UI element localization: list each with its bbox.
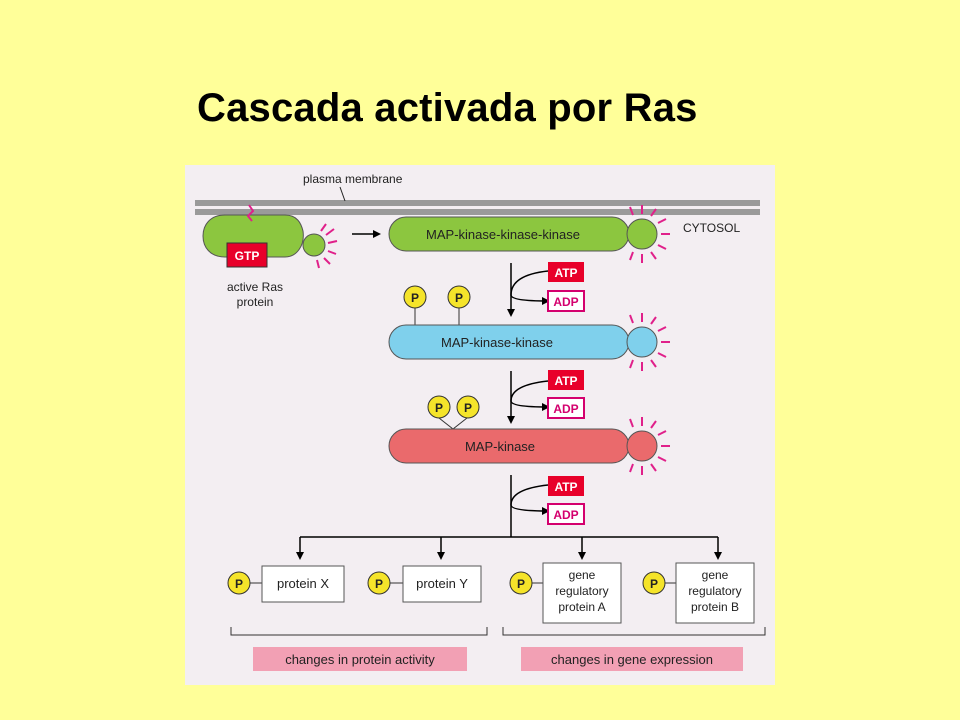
mapk-activity-burst-icon — [629, 417, 670, 475]
ras-label-line1: active Ras — [227, 280, 283, 294]
slide-title: Cascada activada por Ras — [197, 86, 698, 130]
adp-badge — [547, 503, 585, 525]
target-protein-y: P protein Y — [367, 565, 482, 603]
phosphate-label: P — [650, 577, 658, 591]
membrane-label-pointer — [339, 186, 346, 202]
gene-a-line1: gene — [569, 568, 596, 582]
ras-cascade-diagram: plasma membrane CYTOSOL GTP active Ras p… — [185, 165, 775, 685]
phosphate-icon — [427, 395, 451, 419]
ras-protein: GTP — [202, 204, 338, 269]
phosphate-label: P — [517, 577, 525, 591]
mapkkk-activity-burst-icon — [629, 205, 670, 263]
adp-badge — [547, 397, 585, 419]
gene-a-line3: protein A — [558, 600, 605, 614]
mapkkk-protein: MAP-kinase-kinase-kinase — [388, 205, 670, 263]
atp-badge — [548, 262, 584, 282]
outcome-gene-expression-label: changes in gene expression — [551, 652, 713, 667]
adp-label: ADP — [553, 295, 578, 309]
target-protein-x: P protein X — [227, 565, 345, 603]
adp-badge — [547, 290, 585, 312]
gene-b-line3: protein B — [691, 600, 739, 614]
ras-membrane-anchor-icon — [246, 204, 255, 222]
atp-badge — [548, 476, 584, 496]
outcome-gene-expression: changes in gene expression — [521, 647, 743, 671]
mapkk-protein: P P MAP-kinase-kinase — [388, 285, 670, 371]
mapk-protein: P P MAP-kinase — [388, 395, 670, 475]
phosphate-icon — [447, 285, 471, 309]
phosphate-label: P — [375, 577, 383, 591]
protein-x-label: protein X — [277, 576, 329, 591]
target-branches — [296, 536, 722, 560]
mapkkk-label: MAP-kinase-kinase-kinase — [426, 227, 580, 242]
adp-label: ADP — [553, 508, 578, 522]
phosphorylation-step-3: ATP ADP — [510, 475, 585, 537]
phosphate-label: P — [235, 577, 243, 591]
phosphate-icon — [456, 395, 480, 419]
cytosol-label: CYTOSOL — [683, 221, 740, 235]
gene-a-line2: regulatory — [555, 584, 608, 598]
target-gene-regulatory-protein-b: P gene regulatory protein B — [642, 562, 755, 624]
outcome-protein-activity-label: changes in protein activity — [285, 652, 435, 667]
outcome-protein-activity: changes in protein activity — [253, 647, 467, 671]
phosphorylation-step-1: ATP ADP — [507, 262, 585, 317]
plasma-membrane — [195, 200, 760, 215]
gtp-label: GTP — [235, 249, 260, 263]
target-gene-regulatory-protein-a: P gene regulatory protein A — [509, 562, 622, 624]
mapkk-activity-burst-icon — [629, 313, 670, 371]
atp-label: ATP — [554, 480, 577, 494]
phosphate-icon — [403, 285, 427, 309]
ras-label-line2: protein — [237, 295, 274, 309]
phosphate-label: P — [411, 291, 419, 305]
gene-b-line1: gene — [702, 568, 729, 582]
phosphate-label: P — [464, 401, 472, 415]
membrane-label: plasma membrane — [303, 172, 403, 186]
protein-y-label: protein Y — [416, 576, 468, 591]
phosphate-label: P — [455, 291, 463, 305]
atp-label: ATP — [554, 266, 577, 280]
atp-label: ATP — [554, 374, 577, 388]
mapk-label: MAP-kinase — [465, 439, 535, 454]
atp-badge — [548, 370, 584, 390]
gtp-badge — [226, 242, 268, 268]
protein-activity-bracket — [230, 627, 488, 636]
ras-activity-burst-icon — [316, 223, 338, 269]
phosphorylation-step-2: ATP ADP — [507, 370, 585, 424]
mapkk-label: MAP-kinase-kinase — [441, 335, 553, 350]
gene-b-line2: regulatory — [688, 584, 741, 598]
phosphate-label: P — [435, 401, 443, 415]
adp-label: ADP — [553, 402, 578, 416]
gene-expression-bracket — [502, 627, 766, 636]
